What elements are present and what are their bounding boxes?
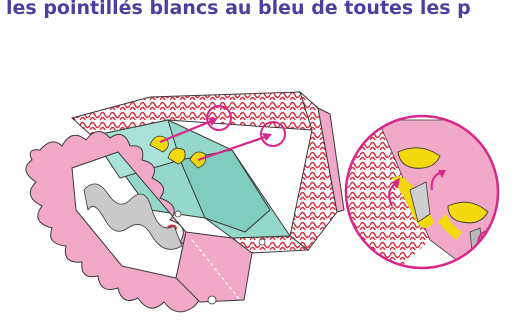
floor-hole — [175, 211, 181, 217]
paper-box-model — [26, 92, 344, 312]
panel-eye — [208, 296, 216, 304]
detail-circle-view — [346, 116, 510, 270]
floor-hole — [259, 239, 265, 245]
box-frame-top — [72, 92, 318, 136]
